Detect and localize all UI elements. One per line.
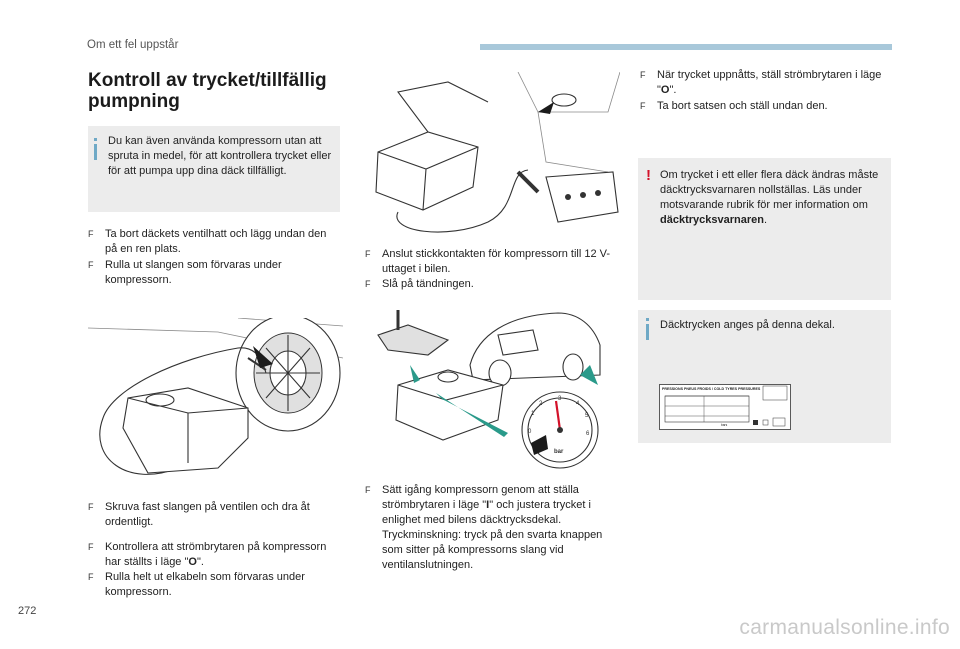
bullet-icon: F (365, 249, 371, 259)
label-unit: bars (721, 423, 728, 427)
tyre-pressure-label: PRESSIONS PNEUS FROIDS / COLD TYRES PRES… (659, 384, 791, 430)
bullet-icon: F (88, 502, 94, 512)
page-number: 272 (18, 605, 37, 617)
tire-compressor-illustration (88, 318, 343, 475)
info-box: Du kan även använda kompressorn utan att… (88, 126, 340, 212)
label-info-box: Däcktrycken anges på denna dekal. PRESSI… (638, 310, 891, 443)
warning-icon: ! (646, 167, 651, 184)
gauge-tick: 0 (528, 429, 532, 435)
info-icon (646, 318, 649, 340)
section-label: Om ett fel uppstår (87, 39, 179, 51)
list-item: F Sätt igång kompressorn genom att ställ… (365, 484, 603, 571)
gauge-unit-label: bar (554, 449, 564, 455)
gauge-tick: 5 (585, 413, 589, 419)
bullet-icon: F (640, 70, 646, 80)
list-item: F Rulla ut slangen som förvaras under ko… (88, 259, 282, 286)
gauge-tick: 1 (531, 411, 535, 417)
list-item: F Kontrollera att strömbrytaren på kompr… (88, 541, 327, 568)
watermark: carmanualsonline.info (739, 616, 950, 639)
socket-connection-illustration (375, 72, 620, 233)
list-item: F Rulla helt ut elkabeln som förvaras un… (88, 571, 305, 598)
info-icon (94, 138, 97, 160)
bullet-icon: F (88, 542, 94, 552)
bullet-icon: F (88, 229, 94, 239)
bullet-icon: F (365, 279, 371, 289)
bullet-icon: F (365, 485, 371, 495)
list-item: F Skruva fast slangen på ventilen och dr… (88, 501, 310, 528)
gauge-tick: 3 (558, 396, 562, 402)
label-info-text: Däcktrycken anges på denna dekal. (660, 319, 835, 331)
list-item: F Slå på tändningen. (365, 278, 474, 290)
gauge-tick: 4 (576, 401, 580, 407)
bullet-icon: F (88, 572, 94, 582)
list-item: F Anslut stickkontakten för kompressorn … (365, 248, 611, 275)
list-item: F Ta bort däckets ventilhatt och lägg un… (88, 228, 327, 255)
gauge-tick: 6 (586, 431, 590, 437)
warning-box: ! Om trycket i ett eller flera däck ändr… (638, 158, 891, 300)
label-heading: PRESSIONS PNEUS FROIDS / COLD TYRES PRES… (662, 387, 761, 391)
header-accent-bar (480, 44, 892, 50)
gauge-illustration: 1 2 3 4 5 6 0 bar (377, 310, 601, 469)
bullet-icon: F (88, 260, 94, 270)
info-text: Du kan även använda kompressorn utan att… (108, 135, 332, 177)
bullet-icon: F (640, 101, 646, 111)
gauge-tick: 2 (539, 401, 543, 407)
warning-text: Om trycket i ett eller flera däck ändras… (660, 169, 879, 226)
page-title: Kontroll av trycket/tillfällig pumpning (88, 70, 327, 112)
list-item: F När trycket uppnåtts, ställ strömbryta… (640, 69, 882, 96)
list-item: F Ta bort satsen och ställ undan den. (640, 100, 828, 112)
